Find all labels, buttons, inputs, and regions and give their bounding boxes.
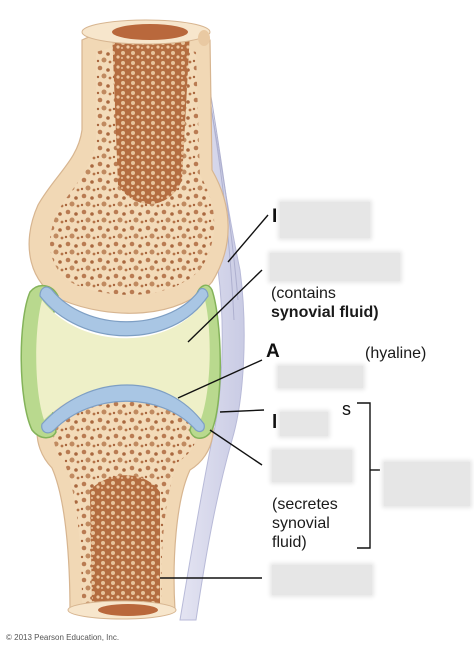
blank-label-bracket[interactable]	[384, 462, 470, 506]
blank-label-marrow[interactable]	[272, 565, 372, 595]
lower-medullary-cavity	[90, 475, 160, 608]
blank-label-ligament[interactable]	[280, 412, 328, 436]
blank-label-cavity[interactable]	[270, 253, 400, 281]
blank-label-cartilage-line2[interactable]	[278, 366, 363, 388]
upper-medullary-cavity	[112, 24, 190, 204]
cavity-note-line1: (contains	[271, 285, 336, 302]
fragment-a: A	[266, 341, 280, 362]
blank-label-membrane[interactable]	[272, 450, 352, 482]
leader-capsule	[227, 214, 269, 263]
bracket	[357, 402, 371, 549]
cartilage-suffix: (hyaline)	[365, 345, 427, 362]
leader-cartilage	[177, 359, 263, 399]
leader-cavity	[187, 269, 263, 343]
leader-membrane	[209, 429, 263, 466]
cavity-note-line2: synovial fluid)	[271, 304, 379, 321]
membrane-note-line1: (secretes	[272, 496, 338, 513]
upper-bone	[28, 19, 229, 314]
membrane-note-line2: synovial	[272, 515, 330, 532]
fragment-i-top: I	[272, 206, 278, 227]
blank-label-capsule[interactable]	[280, 202, 370, 238]
copyright-notice: © 2013 Pearson Education, Inc.	[6, 633, 120, 642]
leader-ligament	[219, 409, 265, 413]
fragment-l: l	[272, 412, 278, 433]
joint-cavity	[36, 300, 210, 422]
upper-articular-cartilage	[39, 286, 209, 337]
lower-bone	[36, 375, 214, 620]
membrane-note-line3: fluid)	[272, 534, 307, 551]
leader-lines	[160, 214, 380, 579]
lower-articular-cartilage	[41, 384, 205, 434]
fragment-s: s	[342, 399, 351, 419]
